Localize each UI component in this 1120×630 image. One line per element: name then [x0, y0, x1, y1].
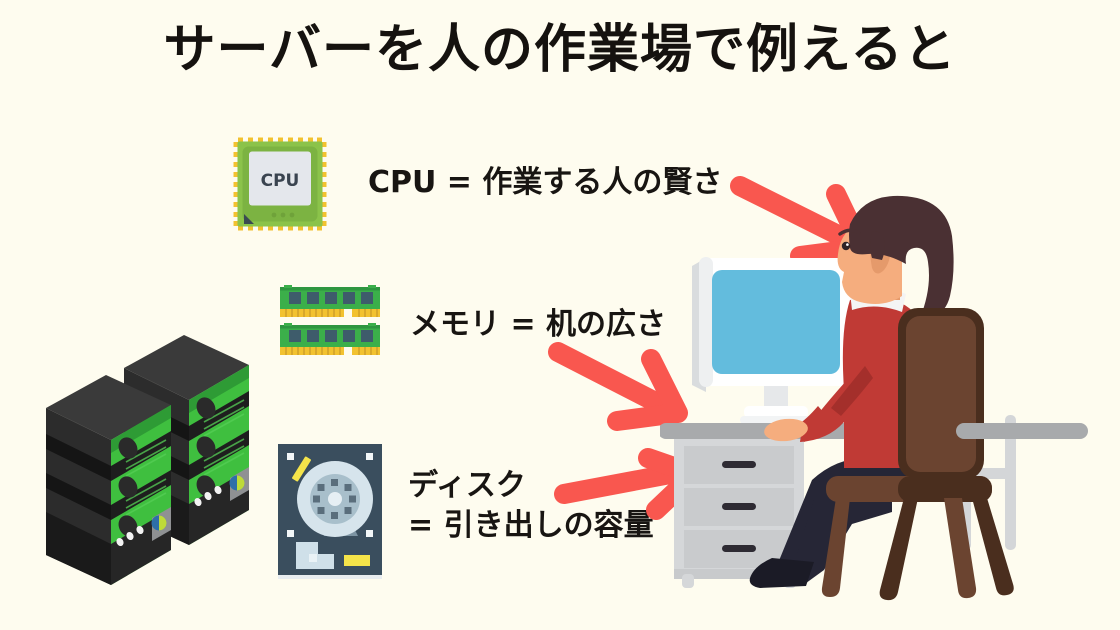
person-head: [837, 195, 954, 318]
chair-leg: [879, 498, 918, 601]
hair: [849, 195, 954, 318]
eye: [841, 241, 851, 251]
label-cpu: CPU = 作業する人の賢さ: [368, 165, 723, 200]
person-at-desk-illustration: [658, 180, 1120, 610]
hand: [764, 418, 808, 442]
arrow-memory-to-desk: [545, 338, 707, 432]
hard-disk-icon: [278, 444, 382, 579]
chair-leg: [972, 498, 1014, 596]
desk-top-right: [956, 423, 1088, 439]
drawer-handle: [722, 503, 756, 510]
cpu-chip-icon: CPU: [232, 136, 328, 232]
server-towers-icon: [44, 330, 264, 592]
ram-memory-icon: [278, 285, 382, 357]
label-memory: メモリ = 机の広さ: [410, 307, 667, 342]
drawer-handle: [722, 545, 756, 552]
cpu-chip-caption: CPU: [261, 171, 300, 191]
computer-monitor: [692, 257, 852, 424]
server-tower-front: [46, 375, 171, 585]
shoe: [749, 558, 814, 588]
label-disk: ディスク = 引き出しの容量: [408, 468, 654, 543]
eyebrow: [838, 228, 861, 236]
drawer-cabinet: [674, 439, 804, 588]
page-title: サーバーを人の作業場で例えると: [163, 20, 957, 80]
drawer-handle: [722, 461, 756, 468]
chair-leg: [944, 498, 977, 599]
chair-leg: [821, 498, 850, 597]
